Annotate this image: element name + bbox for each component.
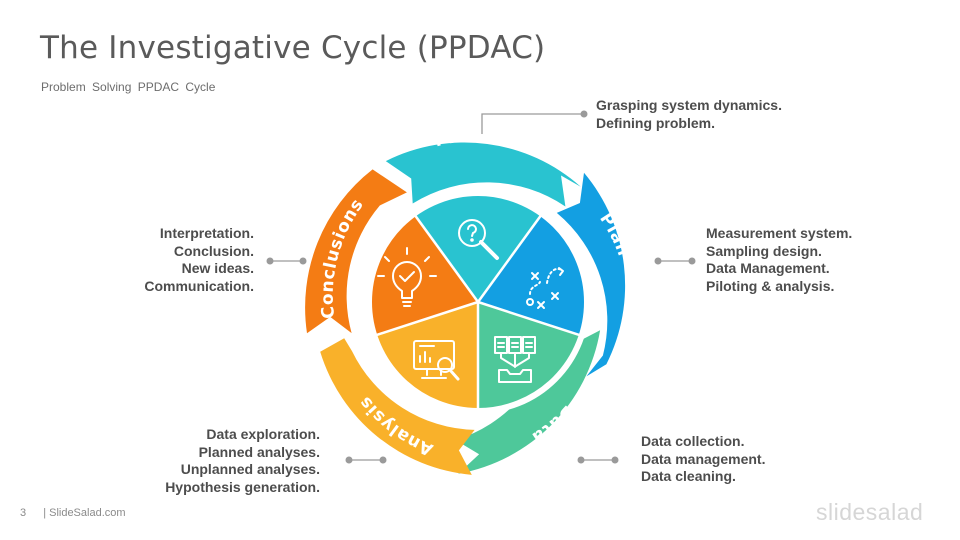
note-data: Data collection. Data management. Data c… <box>641 433 765 486</box>
connector-data <box>577 456 619 464</box>
connector-analysis <box>345 456 387 464</box>
note-line: Data exploration. <box>206 426 320 442</box>
note-line: Planned analyses. <box>198 443 320 460</box>
ring-segment-conclusions <box>305 169 407 334</box>
page-subtitle: Problem Solving PPDAC Cycle <box>41 80 216 94</box>
note-line: Data cleaning. <box>641 468 736 484</box>
pie-slice-plan <box>478 214 587 336</box>
ring-segment-analysis <box>320 338 475 475</box>
page-number: 3 <box>20 507 27 519</box>
page-title: The Investigative Cycle (PPDAC) <box>40 30 546 66</box>
connector-plan <box>654 257 696 265</box>
footer-site-link[interactable]: | SlideSalad.com <box>43 507 126 519</box>
pie-slice-conclusions <box>369 214 478 336</box>
brand-logo: slidesalad <box>816 499 924 525</box>
ring-segment-problem <box>385 142 581 207</box>
note-line: Data Management. <box>706 260 830 276</box>
monitor-analysis-icon <box>413 340 460 381</box>
lightbulb-check-icon <box>377 247 437 307</box>
connector-conclusions <box>266 257 307 265</box>
note-line: Hypothesis generation. <box>165 478 320 495</box>
connector-problem <box>481 110 588 134</box>
ring-segment-plan <box>556 172 626 377</box>
note-line: Data management. <box>641 450 766 467</box>
note-conclusions: Interpretation. Conclusion. New ideas. C… <box>80 225 254 295</box>
documents-tray-icon <box>494 336 536 383</box>
note-analysis: Data exploration. Planned analyses. Unpl… <box>120 426 320 496</box>
note-line: New ideas. <box>181 260 254 276</box>
note-line: Communication. <box>144 277 254 294</box>
note-line: Grasping system dynamics. <box>596 97 782 113</box>
note-plan: Measurement system. Sampling design. Dat… <box>706 225 852 295</box>
note-line: Data collection. <box>641 433 745 449</box>
connectors <box>266 110 696 464</box>
note-line: Measurement system. <box>706 225 853 241</box>
note-line: Interpretation. <box>159 225 254 241</box>
footer: 3 | SlideSalad.com <box>20 507 126 519</box>
magnifier-question-icon <box>458 219 499 260</box>
note-problem: Grasping system dynamics. Defining probl… <box>596 97 782 132</box>
note-line: Defining problem. <box>596 114 715 131</box>
note-line: Conclusion. <box>173 242 254 259</box>
note-line: Piloting & analysis. <box>706 277 835 294</box>
outer-ring <box>305 142 626 475</box>
strategy-play-icon <box>526 267 564 309</box>
pie-slice-analysis <box>375 302 478 410</box>
note-line: Sampling design. <box>706 242 822 259</box>
pie-slice-problem <box>414 193 542 302</box>
inner-pie <box>366 190 590 414</box>
note-line: Unplanned analyses. <box>180 461 320 477</box>
